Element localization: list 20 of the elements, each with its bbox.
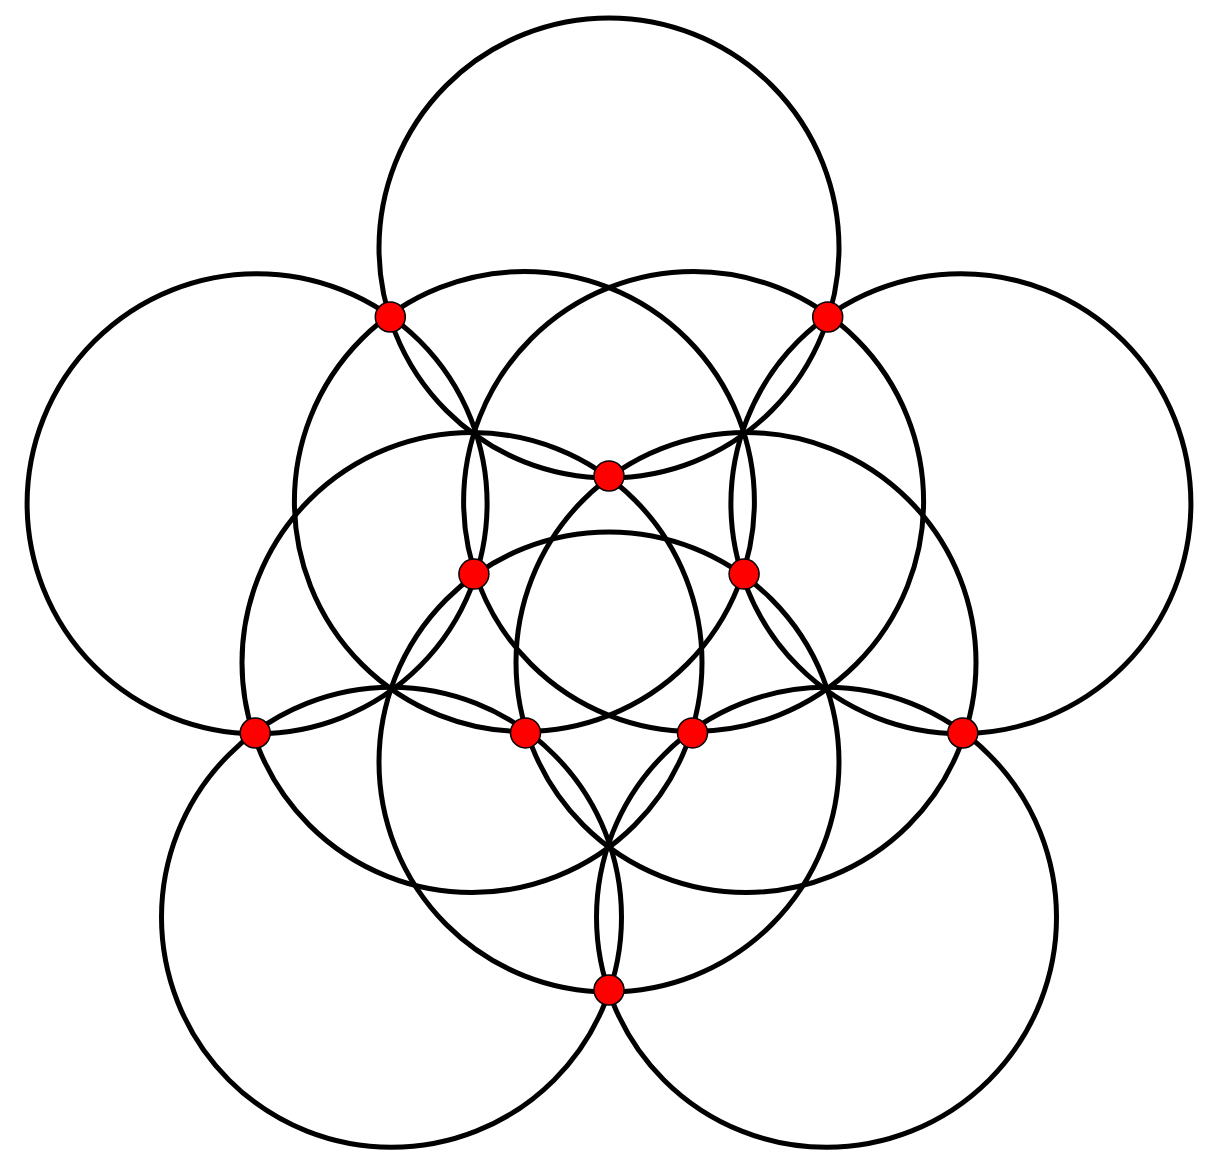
circle-outline [24,271,490,737]
vertex-dot [239,717,271,749]
circle-outline [728,271,1194,737]
vertex-dot [728,558,760,590]
circle-outline [159,684,624,1150]
vertex-dot [811,301,844,333]
vertex-dot [676,717,709,749]
circle-outline [594,684,1059,1150]
vertex-dot [593,460,625,492]
circle-outline [513,430,979,895]
vertex-dot [593,974,625,1006]
circle-outline [239,430,705,895]
circle-outline [291,269,757,734]
circle-outline [376,15,842,481]
vertex-dot [947,717,979,749]
circle-outline [376,529,842,995]
vertex-dot [374,301,407,333]
vertex-dot [509,717,542,749]
circle-outline [461,269,927,734]
vertex-dot [458,558,490,590]
